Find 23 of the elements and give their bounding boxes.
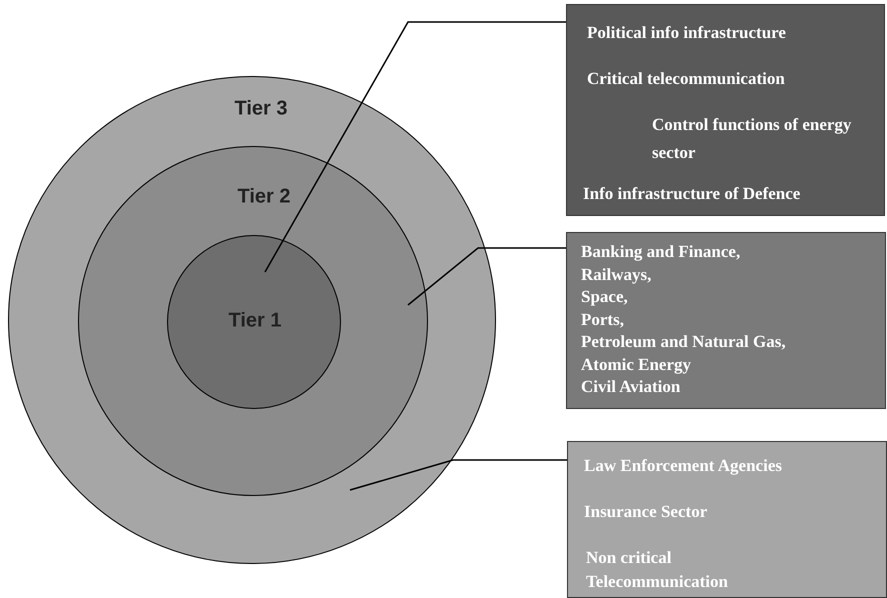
sector-text: Critical telecommunication	[587, 68, 786, 90]
sector-text: Atomic Energy	[581, 354, 692, 376]
sector-text: Banking and Finance,	[581, 241, 742, 263]
leader-line	[264, 21, 566, 272]
tier-label: Tier 3	[234, 98, 288, 120]
sector-text: Insurance Sector	[584, 501, 708, 523]
sector-box	[567, 441, 887, 598]
sector-text: Political info infrastructure	[587, 22, 787, 44]
sector-text: Petroleum and Natural Gas,	[581, 331, 787, 353]
sector-text: Control functions of energy sector	[652, 114, 852, 164]
sector-text: Non critical Telecommunication	[586, 547, 729, 593]
leader-line	[350, 459, 567, 491]
sector-text: Law Enforcement Agencies	[584, 455, 783, 477]
sector-text: Railways,	[581, 264, 652, 286]
tier-label: Tier 2	[238, 186, 290, 208]
sector-text: Ports,	[581, 308, 625, 330]
sector-text: Civil Aviation	[581, 376, 682, 398]
sector-text: Info infrastructure of Defence	[583, 183, 802, 205]
sector-text: Space,	[581, 286, 629, 308]
leader-line	[408, 247, 566, 306]
sector-box	[566, 232, 886, 409]
tier-label: Tier 1	[228, 310, 282, 332]
sector-box	[566, 4, 885, 216]
